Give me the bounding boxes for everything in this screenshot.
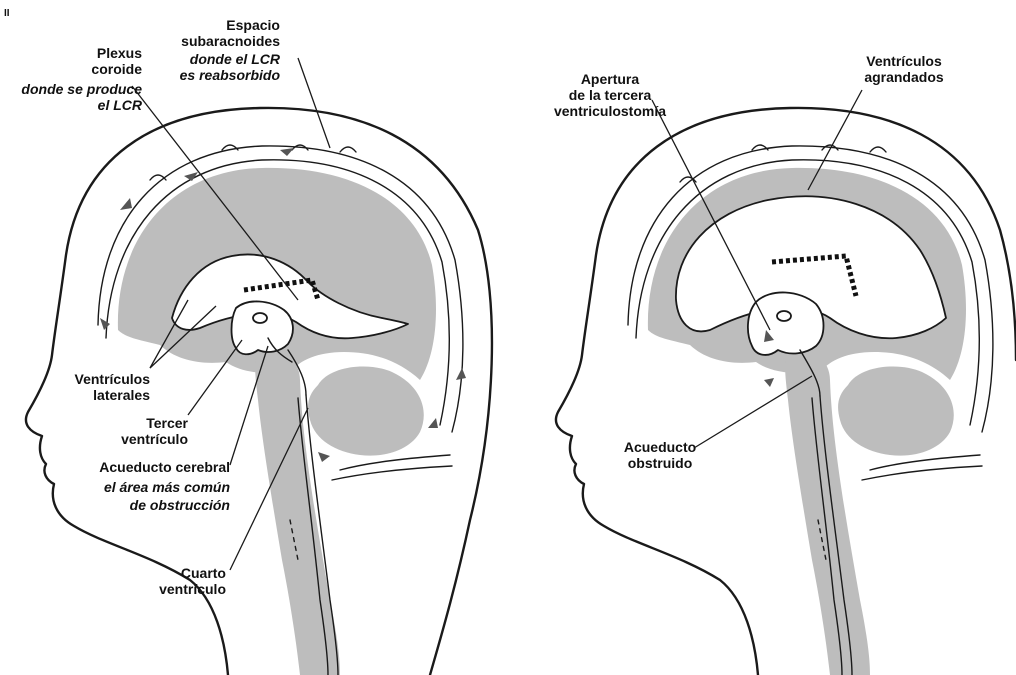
label-apertura-line3: ventriculostomía [554, 103, 666, 119]
label-espacio-line2: subaracnoides [181, 33, 280, 49]
label-agrandados-line2: agrandados [864, 69, 944, 85]
label-apertura-line1: Apertura [581, 71, 640, 87]
label-plexus-note1: donde se produce [21, 81, 142, 97]
label-espacio-note1: donde el LCR [190, 51, 281, 67]
label-acueducto-note2: de obstrucción [130, 497, 230, 513]
label-laterales-line2: laterales [93, 387, 150, 403]
label-cuarto-line2: ventrículo [159, 581, 226, 597]
left-third-ventricle [232, 301, 293, 354]
left-cerebellum [308, 366, 424, 455]
label-tercer-line1: Tercer [146, 415, 188, 431]
label-tercer-line2: ventrículo [121, 431, 188, 447]
label-acueducto: Acueducto cerebral [99, 459, 230, 475]
label-plexus-line2: coroide [91, 61, 142, 77]
corner-mark: II [4, 8, 10, 19]
label-apertura-line2: de la tercera [569, 87, 652, 103]
label-acueducto-note1: el área más común [104, 479, 230, 495]
label-obstruido-line1: Acueducto [624, 439, 696, 455]
label-plexus-note2: el LCR [98, 97, 143, 113]
label-plexus-line1: Plexus [97, 45, 142, 61]
right-third-ventricle [748, 292, 824, 354]
label-espacio-note2: es reabsorbido [180, 67, 281, 83]
label-espacio-line1: Espacio [226, 17, 280, 33]
label-agrandados-line1: Ventrículos [866, 53, 942, 69]
label-cuarto-line1: Cuarto [181, 565, 226, 581]
right-cerebellum [838, 366, 954, 455]
label-laterales-line1: Ventrículos [75, 371, 151, 387]
label-obstruido-line2: obstruido [628, 455, 693, 471]
